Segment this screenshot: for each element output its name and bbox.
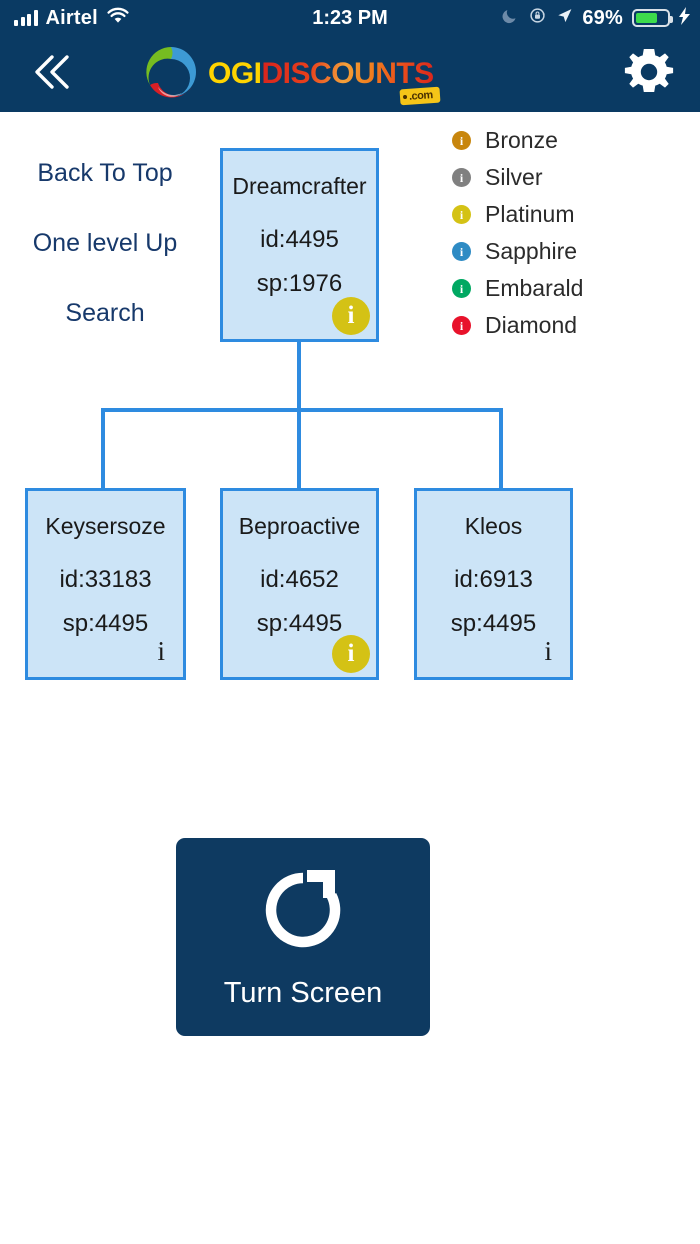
info-badge-icon: i	[452, 131, 471, 150]
legend-item-bronze[interactable]: i Bronze	[452, 122, 583, 159]
node-info-badge-icon[interactable]: i	[544, 636, 552, 666]
logo-text-discounts: DISCOUNTS	[261, 57, 435, 90]
cellular-signal-icon	[14, 10, 38, 26]
logo-text-ogi: OGI	[208, 57, 262, 90]
ogi-swirl-logo-icon	[140, 41, 202, 108]
legend-item-silver[interactable]: i Silver	[452, 159, 583, 196]
legend-item-sapphire[interactable]: i Sapphire	[452, 233, 583, 270]
node-sp: sp:1976	[256, 270, 343, 297]
node-sp: sp:4495	[450, 610, 537, 637]
back-button[interactable]	[18, 36, 84, 112]
info-badge-icon: i	[452, 316, 471, 335]
node-sp: sp:4495	[256, 610, 343, 637]
node-sp: sp:4495	[62, 610, 149, 637]
info-badge-icon: i	[452, 205, 471, 224]
legend-label: Platinum	[485, 201, 575, 227]
node-info-badge-icon[interactable]: i	[332, 297, 370, 335]
legend-label: Embarald	[485, 275, 584, 301]
one-level-up-link[interactable]: One level Up	[32, 229, 178, 257]
back-to-top-link[interactable]: Back To Top	[37, 159, 173, 187]
legend-item-embarald[interactable]: i Embarald	[452, 270, 583, 307]
legend-label: Diamond	[485, 312, 578, 338]
tree-node-child-3[interactable]: Kleos id:6913 sp:4495 i	[414, 488, 573, 680]
node-id: id:4652	[260, 566, 339, 593]
node-id: id:6913	[454, 566, 533, 593]
location-arrow-icon	[556, 7, 573, 29]
node-id: id:4495	[260, 226, 339, 253]
logo-wordmark: OGIDISCOUNTS .com	[208, 57, 441, 106]
settings-button[interactable]	[616, 36, 682, 112]
gear-icon	[623, 46, 675, 103]
info-badge-icon: i	[452, 168, 471, 187]
node-id: id:33183	[59, 566, 152, 593]
status-bar-center: 1:23 PM	[0, 0, 700, 36]
turn-screen-button[interactable]: Turn Screen	[176, 838, 430, 1036]
info-badge-icon: i	[452, 279, 471, 298]
turn-screen-label: Turn Screen	[223, 977, 383, 1009]
rotation-lock-icon	[528, 6, 547, 30]
tree-node-child-1[interactable]: Keysersoze id:33183 sp:4495 i	[25, 488, 186, 680]
connector-child-2	[297, 408, 301, 488]
connector-root-stem	[297, 340, 301, 408]
status-bar: Airtel 1:23 PM	[0, 0, 700, 36]
status-bar-left: Airtel	[14, 0, 130, 36]
info-badge-icon: i	[452, 242, 471, 261]
legend-item-platinum[interactable]: i Platinum	[452, 196, 583, 233]
legend-label: Sapphire	[485, 238, 578, 264]
wifi-icon	[106, 7, 130, 30]
moon-do-not-disturb-icon	[502, 7, 519, 29]
double-chevron-left-icon	[28, 50, 74, 99]
carrier-label: Airtel	[45, 6, 98, 29]
legend-label: Silver	[485, 164, 543, 190]
battery-percent-label: 69%	[582, 6, 623, 29]
legend-label: Bronze	[485, 127, 558, 153]
battery-icon	[632, 9, 673, 27]
app-logo[interactable]: OGIDISCOUNTS .com	[140, 36, 540, 112]
lightning-bolt-icon	[679, 6, 690, 30]
connector-horizontal-bus	[101, 408, 503, 412]
app-header: OGIDISCOUNTS .com	[0, 36, 700, 112]
node-name: Dreamcrafter	[232, 173, 367, 199]
clock-label: 1:23 PM	[312, 6, 388, 29]
node-name: Beproactive	[238, 513, 361, 539]
node-info-badge-icon[interactable]: i	[157, 636, 165, 666]
logo-dotcom-tag: .com	[399, 86, 441, 106]
connector-child-3	[499, 408, 503, 488]
node-info-badge-icon[interactable]: i	[332, 635, 370, 673]
connector-child-1	[101, 408, 105, 488]
legend-item-diamond[interactable]: i Diamond	[452, 307, 583, 344]
node-name: Kleos	[464, 513, 523, 539]
rotate-refresh-icon	[257, 864, 349, 961]
search-link[interactable]: Search	[65, 299, 145, 327]
status-bar-right: 69%	[502, 0, 690, 36]
node-name: Keysersoze	[45, 513, 166, 539]
